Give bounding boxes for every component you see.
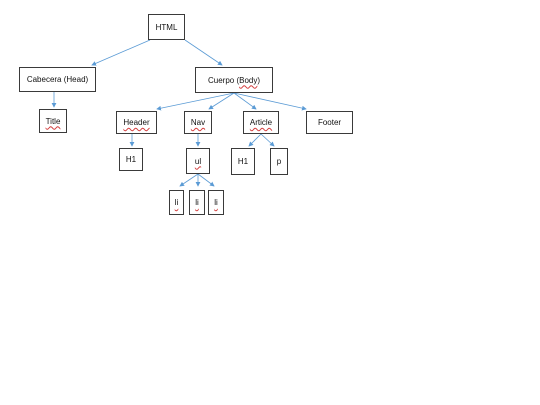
node-body-label-post: ) bbox=[257, 75, 261, 85]
node-title: Title bbox=[39, 109, 67, 133]
arrow-ul-to-li-3 bbox=[197, 173, 215, 187]
node-body-label-pre: Cuerpo ( bbox=[207, 75, 240, 85]
arrow-article-to-h1 bbox=[248, 133, 262, 147]
arrow-article-to-p bbox=[260, 133, 275, 147]
arrow-body-to-header bbox=[156, 92, 235, 111]
node-li-3-label: li bbox=[214, 198, 218, 207]
node-header: Header bbox=[116, 111, 157, 134]
arrow-html-to-body bbox=[184, 39, 223, 66]
node-title-label: Title bbox=[45, 116, 61, 126]
node-ul-label: ul bbox=[194, 156, 202, 166]
node-head-label: Cabecera (Head) bbox=[26, 75, 89, 84]
node-h1-article-label: H1 bbox=[237, 157, 249, 166]
node-body-label-mark: Body bbox=[239, 75, 258, 85]
node-head: Cabecera (Head) bbox=[19, 67, 96, 92]
node-footer: Footer bbox=[306, 111, 353, 134]
node-nav: Nav bbox=[184, 111, 212, 134]
node-li-2-label: li bbox=[195, 198, 199, 207]
node-article: Article bbox=[243, 111, 279, 134]
node-li-2: li bbox=[189, 190, 205, 215]
arrow-body-to-nav bbox=[208, 92, 235, 110]
node-p-label: p bbox=[276, 157, 282, 166]
node-li-1: li bbox=[169, 190, 184, 215]
node-h1-header-label: H1 bbox=[125, 155, 137, 164]
node-li-1-label: li bbox=[174, 198, 179, 207]
node-p: p bbox=[270, 148, 288, 175]
node-article-label: Article bbox=[249, 118, 273, 127]
node-h1-header: H1 bbox=[119, 148, 143, 171]
node-header-label: Header bbox=[123, 118, 150, 127]
node-html-label: HTML bbox=[155, 22, 178, 32]
node-ul: ul bbox=[186, 148, 210, 174]
arrow-body-to-article bbox=[233, 92, 257, 110]
node-nav-label: Nav bbox=[190, 118, 206, 127]
arrow-body-to-footer bbox=[233, 92, 307, 111]
node-h1-article: H1 bbox=[231, 148, 255, 175]
node-body: Cuerpo (Body) bbox=[195, 67, 273, 93]
arrow-ul-to-li-1 bbox=[179, 173, 199, 187]
arrow-html-to-head bbox=[91, 39, 151, 66]
node-html: HTML bbox=[148, 14, 185, 40]
node-footer-label: Footer bbox=[317, 118, 342, 127]
node-li-3: li bbox=[208, 190, 224, 215]
